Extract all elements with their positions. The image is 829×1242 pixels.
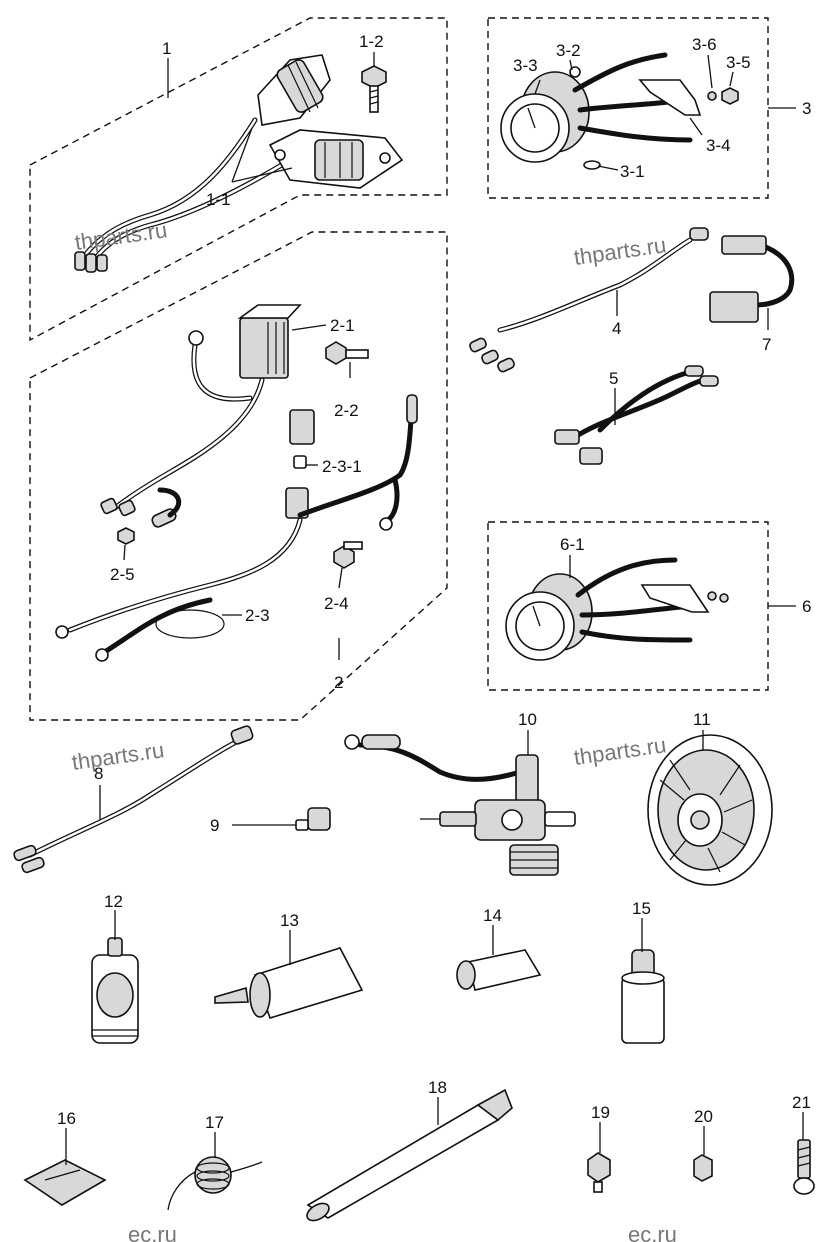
part-18-drive-shaft <box>306 1088 513 1222</box>
callout-11: 11 <box>693 710 711 729</box>
watermark: ec.ru <box>128 1222 177 1242</box>
part-6-trim-gauge <box>505 557 729 661</box>
part-3-trim-gauge <box>500 52 739 170</box>
callout-1-1: 1-1 <box>206 190 231 209</box>
callout-2-3-1: 2-3-1 <box>322 457 362 476</box>
callout-1-2: 1-2 <box>359 32 384 51</box>
callout-2-1: 2-1 <box>330 316 355 335</box>
callout-2-2: 2-2 <box>334 401 359 420</box>
callout-4: 4 <box>612 319 621 338</box>
callout-18: 18 <box>428 1078 447 1097</box>
watermark: thparts.ru <box>70 737 166 775</box>
callout-2-3: 2-3 <box>245 606 270 625</box>
watermark: thparts.ru <box>572 732 668 770</box>
part-9-sleeve <box>295 807 331 831</box>
part-15-oil-bottle <box>621 949 665 1044</box>
callout-3-6: 3-6 <box>692 35 717 54</box>
part-11-flywheel-plate <box>647 734 773 886</box>
callout-5: 5 <box>609 369 618 388</box>
callout-3-2: 3-2 <box>556 41 581 60</box>
part-14-small-tube <box>456 949 542 991</box>
part-1-ignition-coil-assembly <box>74 54 404 273</box>
watermark: ec.ru <box>628 1222 677 1242</box>
part-13-sealant-tube <box>214 947 364 1019</box>
part-7-connector-lead <box>709 235 795 323</box>
callout-9: 9 <box>210 816 219 835</box>
callout-2: 2 <box>334 673 343 692</box>
group-1-outline <box>29 17 448 342</box>
callout-1: 1 <box>162 39 171 58</box>
callout-6-1: 6-1 <box>560 535 585 554</box>
callout-21: 21 <box>792 1093 811 1112</box>
callout-8: 8 <box>94 764 103 783</box>
group-2-outline <box>29 231 448 721</box>
callout-12: 12 <box>104 892 123 911</box>
part-10-fuel-connector <box>344 734 576 876</box>
part-17-spring <box>167 1156 263 1211</box>
part-19-bolt <box>587 1152 611 1193</box>
callout-2-4: 2-4 <box>324 594 349 613</box>
part-12-grease-can <box>91 937 139 1044</box>
leader-lines <box>65 52 804 1165</box>
callout-10: 10 <box>518 710 537 729</box>
part-16-pad <box>23 1159 107 1206</box>
callout-14: 14 <box>483 906 502 925</box>
callout-3-5: 3-5 <box>726 53 751 72</box>
watermark: thparts.ru <box>73 217 169 255</box>
callout-2-5: 2-5 <box>110 565 135 584</box>
part-2-rectifier-harness <box>55 304 418 662</box>
group-3-outline <box>487 17 769 199</box>
part-20-nut <box>693 1154 713 1182</box>
callout-20: 20 <box>694 1107 713 1126</box>
callout-3: 3 <box>802 99 811 118</box>
part-4-extension-harness <box>469 227 709 373</box>
callout-3-4: 3-4 <box>706 136 731 155</box>
part-21-screw <box>793 1139 815 1195</box>
callout-19: 19 <box>591 1103 610 1122</box>
callout-7: 7 <box>762 335 771 354</box>
callout-17: 17 <box>205 1113 224 1132</box>
callout-6: 6 <box>802 597 811 616</box>
part-8-battery-cable <box>13 725 254 874</box>
callout-3-3: 3-3 <box>513 56 538 75</box>
callout-16: 16 <box>57 1109 76 1128</box>
callout-3-1: 3-1 <box>620 162 645 181</box>
part-1-2-bolt <box>361 65 387 113</box>
callout-13: 13 <box>280 911 299 930</box>
callout-15: 15 <box>632 899 651 918</box>
part-5-wire-lead <box>554 365 719 465</box>
